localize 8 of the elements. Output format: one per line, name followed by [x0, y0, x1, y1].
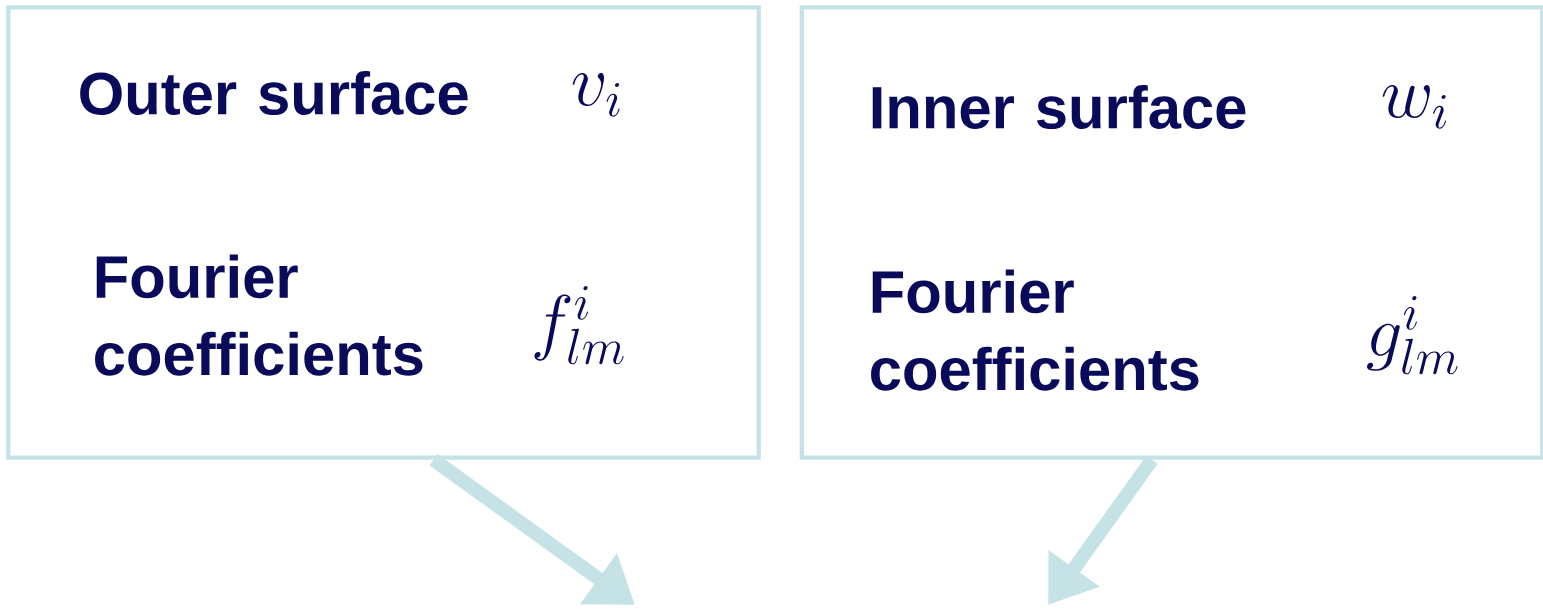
math-symbol: $w_i$	[1382, 85, 1447, 129]
node-label: Outer surface	[80, 71, 468, 115]
math-symbol: $f^i_{lm}$	[534, 286, 624, 365]
math-symbol: $g^i_{lm}$	[1367, 296, 1458, 375]
node-label: Inner surface	[872, 85, 1246, 129]
node-label: Fourier coefficients	[871, 269, 1199, 391]
math-symbol: $v_i$	[572, 73, 620, 117]
node-label: Fourier coefficients	[95, 254, 423, 376]
